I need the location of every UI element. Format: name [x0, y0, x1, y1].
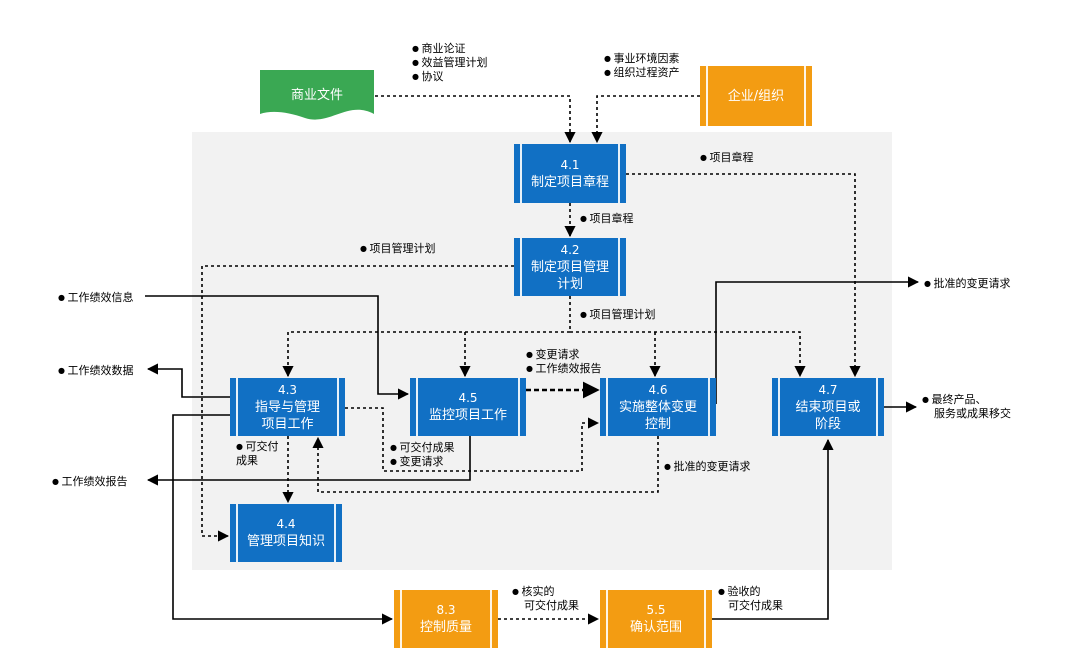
flow-org-to-41: [591, 95, 700, 144]
item-agreements: 协议: [412, 70, 488, 84]
flow-45-to-report: [146, 436, 471, 486]
process-4-6: 4.6 实施整体变更 控制: [600, 378, 716, 436]
process-4-3-number: 4.3: [277, 382, 298, 397]
label-charter-down: 项目章程: [580, 212, 634, 226]
flow-42-plan-left: [201, 265, 514, 542]
process-4-5: 4.5 监控项目工作: [410, 378, 526, 436]
external-approved-changes: 批准的变更请求: [924, 275, 1011, 291]
process-5-5: 5.5 确认范围: [600, 590, 712, 648]
process-4-4: 4.4 管理项目知识: [230, 504, 342, 562]
process-5-5-name: 确认范围: [629, 620, 682, 635]
external-final-transition: 最终产品、 服务或成果移交: [922, 393, 1011, 421]
process-4-6-name-1: 实施整体变更: [618, 399, 697, 415]
label-45-outputs: 可交付成果 变更请求: [390, 441, 455, 469]
process-4-5-name: 监控项目工作: [428, 408, 507, 423]
process-4-4-name: 管理项目知识: [246, 534, 325, 549]
flow-plan-to-47: [570, 331, 806, 378]
process-4-7-name-1: 结束项目或: [795, 399, 861, 415]
process-4-3-name-2: 项目工作: [261, 416, 314, 432]
label-change-request-45: 变更请求: [390, 455, 455, 469]
flow-46-to-approved: [715, 276, 920, 404]
label-verified-line1: 核实的: [512, 585, 579, 599]
label-accepted-deliverables: 验收的 可交付成果: [718, 585, 783, 613]
business-docs-items: 商业论证 效益管理计划 协议: [412, 42, 488, 84]
process-8-3-name: 控制质量: [419, 620, 472, 635]
process-8-3: 8.3 控制质量: [394, 590, 498, 648]
process-4-5-number: 4.5: [458, 391, 478, 405]
enterprise-org-label: 企业/组织: [727, 88, 785, 104]
external-work-perf-data: 工作绩效数据: [58, 362, 134, 378]
external-final-line1: 最终产品、: [922, 393, 1011, 407]
process-4-6-name-2: 控制: [644, 416, 671, 432]
process-8-3-number: 8.3: [436, 603, 456, 617]
flow-43-to-83: [172, 414, 394, 625]
business-documents-label: 商业文件: [290, 88, 343, 103]
process-4-2-name-1: 制定项目管理: [530, 259, 609, 275]
external-final-line2: 服务或成果移交: [934, 407, 1011, 420]
process-4-2-number: 4.2: [560, 242, 580, 257]
external-work-perf-report: 工作绩效报告: [52, 473, 128, 489]
label-approved-changes-46: 批准的变更请求: [664, 460, 751, 474]
process-4-1-name: 制定项目章程: [530, 174, 609, 190]
external-work-perf-info: 工作绩效信息: [58, 289, 134, 305]
item-benefits-plan: 效益管理计划: [412, 56, 488, 70]
label-deliverables-line1: 可交付: [236, 440, 279, 454]
label-deliverables-43: 可交付 成果: [236, 440, 279, 468]
process-4-2: 4.2 制定项目管理 计划: [514, 238, 626, 296]
label-deliverables-line2: 成果: [236, 454, 258, 467]
process-5-5-number: 5.5: [646, 603, 666, 617]
item-business-case: 商业论证: [412, 42, 488, 56]
process-4-1: 4.1 制定项目章程: [514, 144, 626, 203]
process-4-2-name-2: 计划: [556, 276, 583, 292]
label-verified-deliverables: 核实的 可交付成果: [512, 585, 579, 613]
flow-43-to-data: [146, 363, 230, 398]
enterprise-org-node: 企业/组织: [700, 66, 812, 126]
flow-docs-to-41: [375, 95, 576, 144]
label-charter-right: 项目章程: [700, 151, 754, 165]
process-4-1-number: 4.1: [560, 157, 580, 172]
process-4-7-number: 4.7: [818, 382, 838, 397]
flow-41-to-47: [626, 173, 861, 378]
flow-46-approved-to-43: [312, 436, 659, 493]
label-deliverables-45: 可交付成果: [390, 441, 455, 455]
label-accepted-line1: 验收的: [718, 585, 783, 599]
process-4-7-name-2: 阶段: [814, 416, 841, 432]
label-change-request: 变更请求: [526, 348, 602, 362]
process-4-3-name-1: 指导与管理: [254, 399, 320, 415]
enterprise-items: 事业环境因素 组织过程资产: [604, 52, 680, 80]
process-4-6-number: 4.6: [648, 382, 668, 397]
label-work-perf-reports: 工作绩效报告: [526, 362, 602, 376]
process-4-7: 4.7 结束项目或 阶段: [772, 378, 884, 436]
label-verified-line2: 可交付成果: [524, 599, 579, 612]
flow-42-plan-down: [282, 296, 571, 378]
label-pm-plan-left: 项目管理计划: [360, 242, 436, 256]
flow-43-to-46: [345, 407, 600, 472]
process-4-4-number: 4.4: [276, 517, 296, 531]
label-45-to-46: 变更请求 工作绩效报告: [526, 348, 602, 376]
item-opa: 组织过程资产: [604, 66, 680, 80]
label-pm-plan-down: 项目管理计划: [580, 308, 656, 322]
flow-55-to-47: [712, 438, 834, 620]
business-documents-node: 商业文件: [260, 70, 374, 122]
process-4-3: 4.3 指导与管理 项目工作: [230, 378, 345, 436]
flow-info-to-45: [145, 295, 410, 400]
label-accepted-line2: 可交付成果: [728, 599, 783, 612]
item-eef: 事业环境因素: [604, 52, 680, 66]
